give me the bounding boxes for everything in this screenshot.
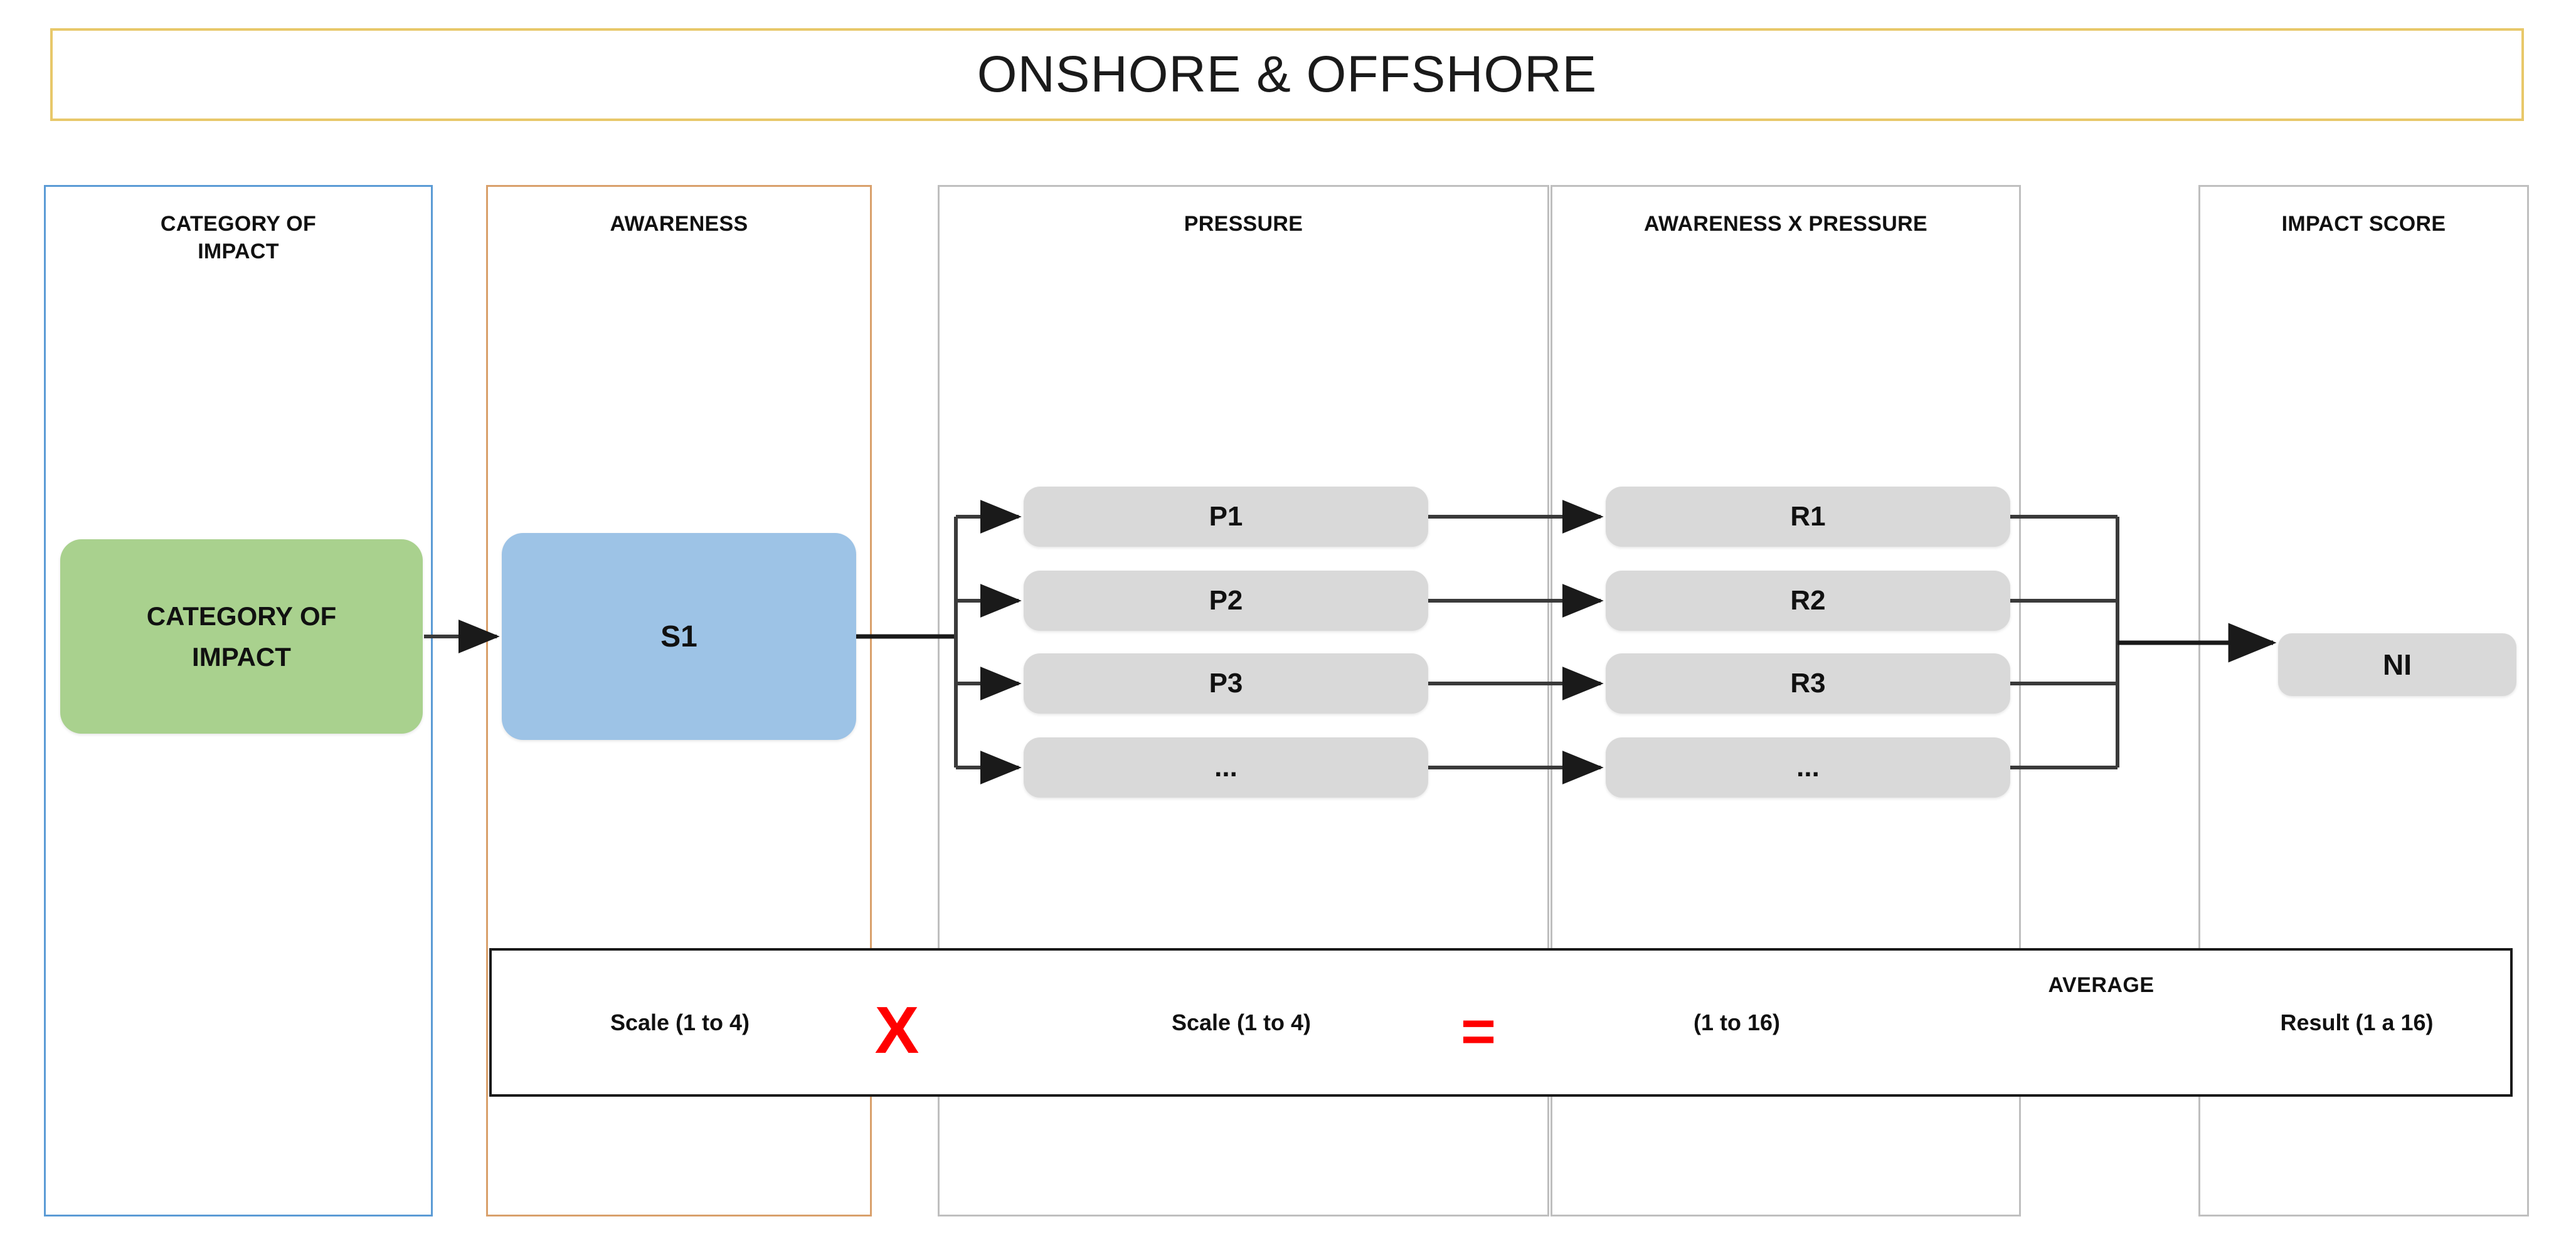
node-impact-score-ni[interactable]: NI (2278, 633, 2516, 696)
column-header-pressure: PRESSURE (1184, 212, 1303, 236)
node-result-more[interactable]: ... (1606, 737, 2010, 798)
node-pressure-p3[interactable]: P3 (1024, 653, 1428, 714)
column-header-category-of-impact: CATEGORY OF IMPACT (46, 211, 431, 265)
node-category-of-impact[interactable]: CATEGORY OF IMPACT (60, 539, 423, 734)
column-header-impact-score: IMPACT SCORE (2281, 212, 2446, 236)
node-pressure-p1[interactable]: P1 (1024, 487, 1428, 547)
page-title: ONSHORE & OFFSHORE (977, 46, 1598, 103)
legend-product-range: (1 to 16) (1693, 1009, 1781, 1035)
node-result-r1[interactable]: R1 (1606, 487, 2010, 547)
node-result-r3[interactable]: R3 (1606, 653, 2010, 714)
legend-formula-strip: Scale (1 to 4) Scale (1 to 4) (1 to 16) … (489, 948, 2513, 1097)
node-pressure-p2[interactable]: P2 (1024, 571, 1428, 631)
node-result-r2[interactable]: R2 (1606, 571, 2010, 631)
column-header-awareness-x-pressure: AWARENESS X PRESSURE (1644, 212, 1927, 236)
multiply-operator-icon: X (874, 993, 920, 1067)
node-category-line-1: CATEGORY OF (146, 601, 337, 631)
title-banner: ONSHORE & OFFSHORE (50, 28, 2524, 121)
node-awareness-s1[interactable]: S1 (502, 533, 856, 740)
node-category-line-2: IMPACT (192, 642, 291, 672)
legend-result-range: Result (1 a 16) (2280, 1009, 2434, 1035)
average-label: AVERAGE (2048, 973, 2155, 997)
column-header-line-2: IMPACT (198, 239, 279, 263)
node-pressure-more[interactable]: ... (1024, 737, 1428, 798)
legend-awareness-scale: Scale (1 to 4) (610, 1009, 750, 1035)
legend-pressure-scale: Scale (1 to 4) (1171, 1009, 1312, 1035)
column-header-awareness: AWARENESS (610, 212, 748, 236)
equals-operator-icon: = (1460, 998, 1497, 1065)
column-header-line-1: CATEGORY OF (160, 212, 317, 236)
